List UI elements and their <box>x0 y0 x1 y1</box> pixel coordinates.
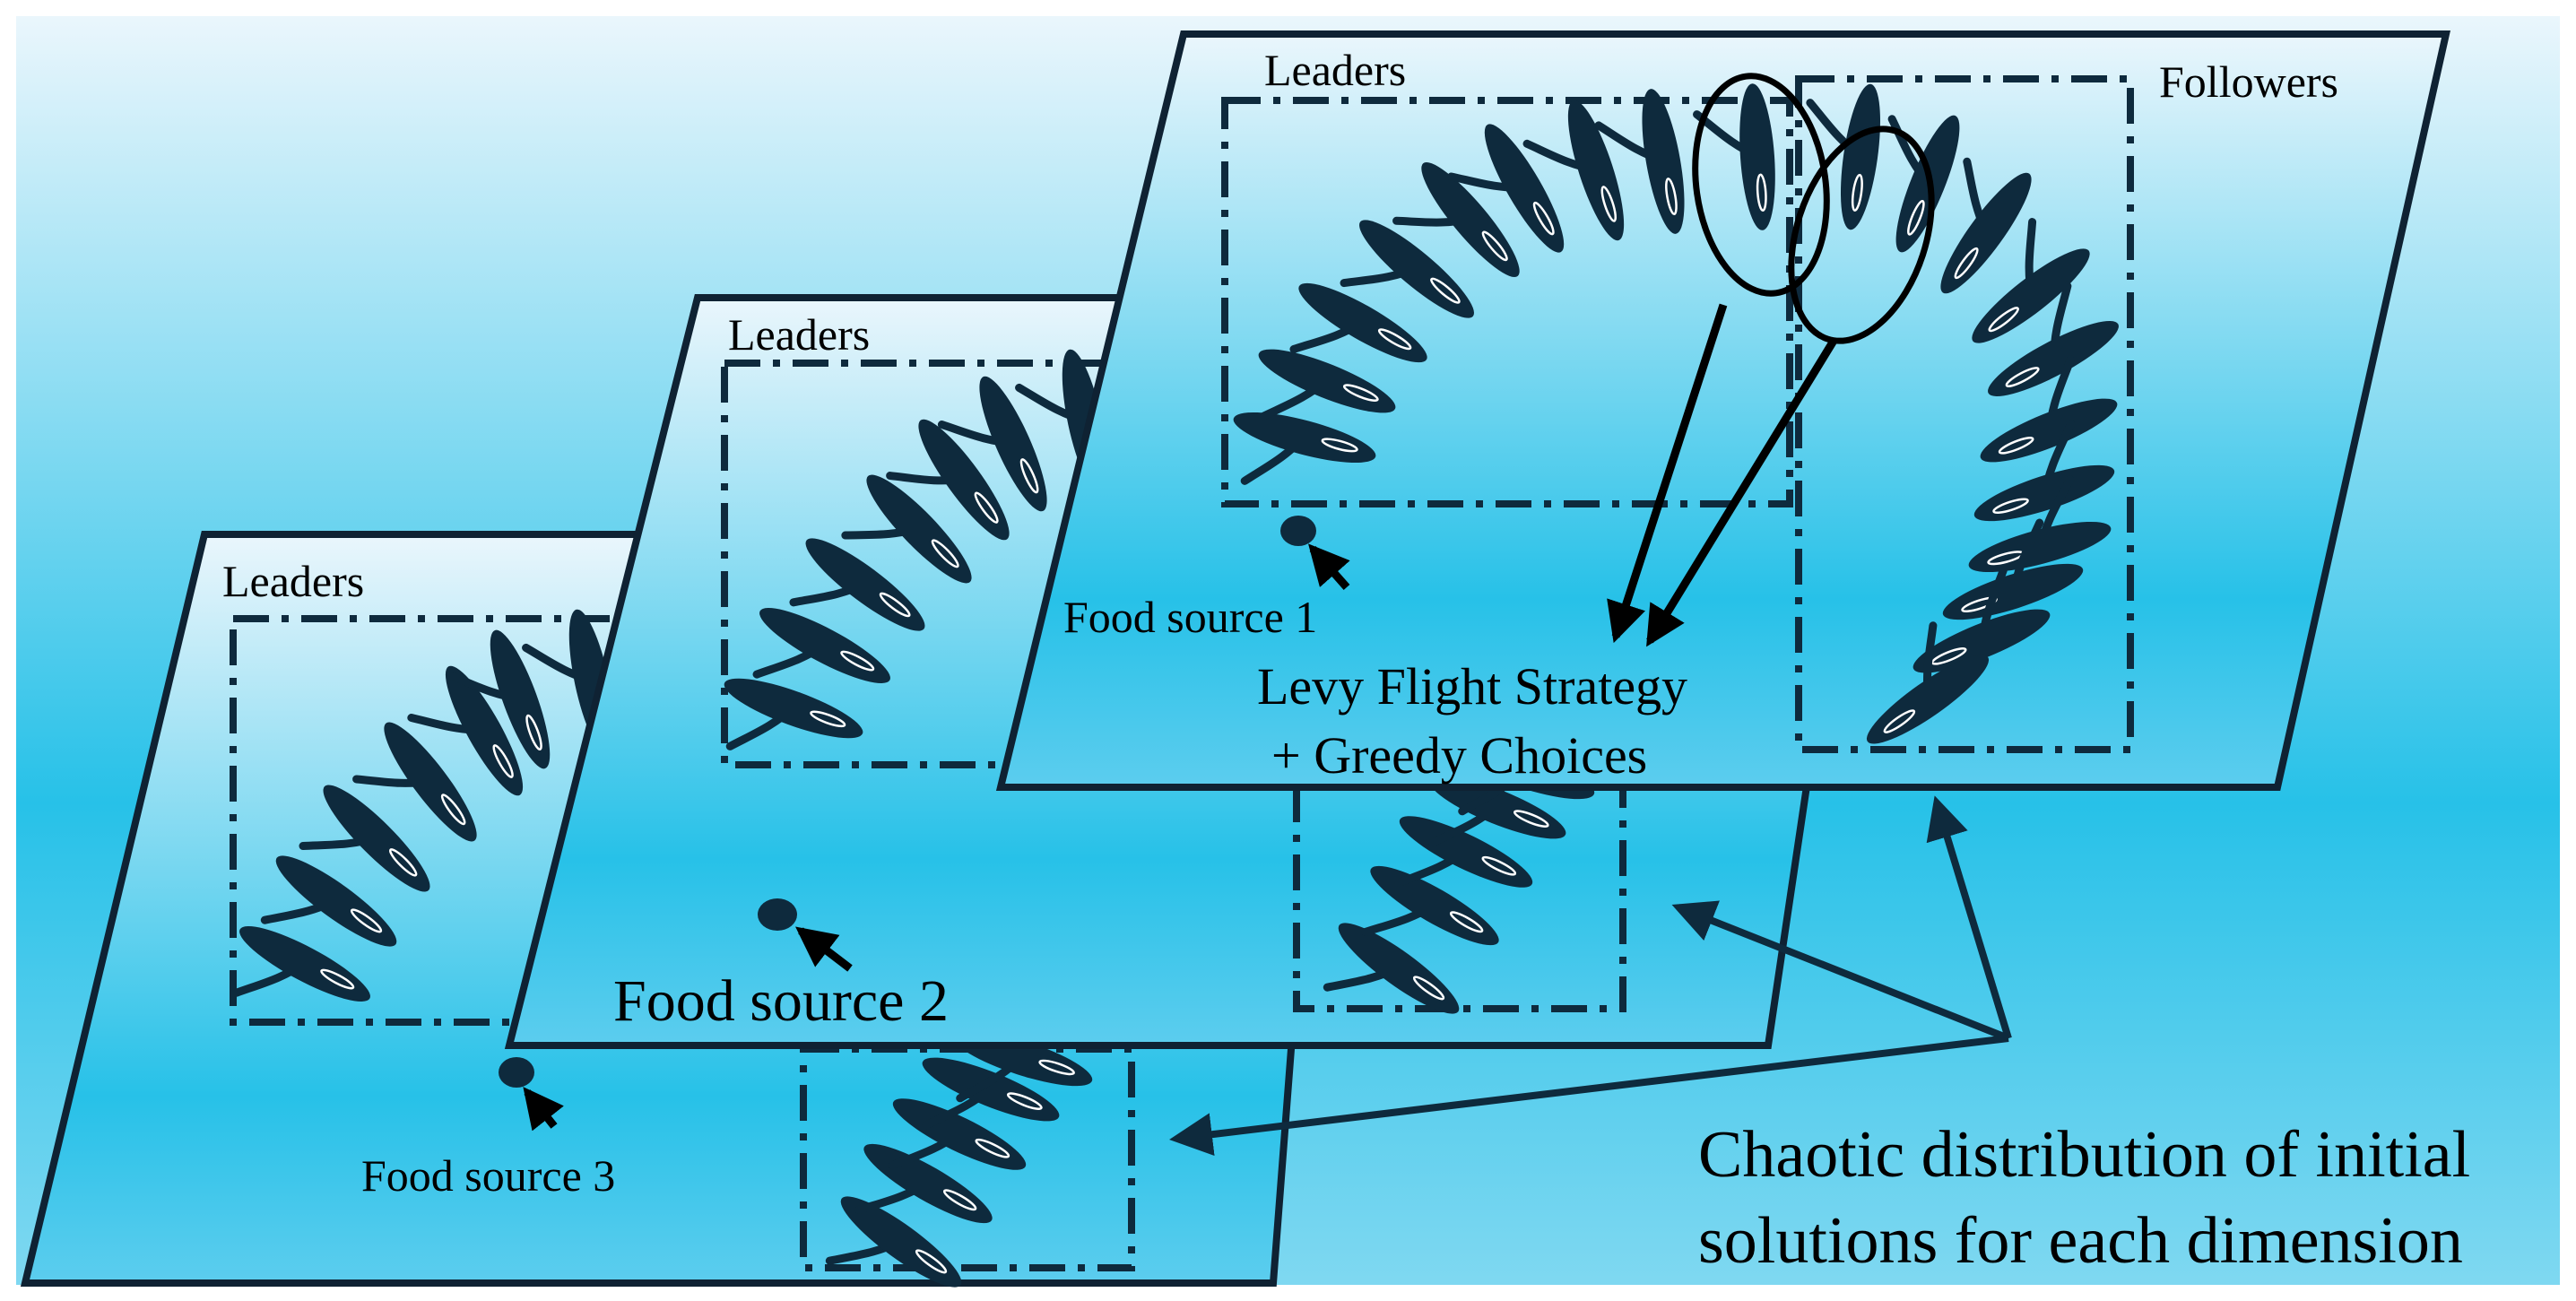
plane-1-leaders-box <box>1221 97 1793 507</box>
plane-1-followers-box <box>1795 75 2134 753</box>
plane-2-leaders-label: Leaders <box>728 309 870 360</box>
caption-line2: solutions for each dimension <box>1698 1204 2463 1278</box>
plane-1-followers-label: Followers <box>2159 56 2338 107</box>
food-source-2-pointer <box>795 926 853 972</box>
plane-1: Leaders Followers Food source 1 Levy Fli… <box>995 30 2450 791</box>
food-source-2-label: Food source 2 <box>613 968 949 1034</box>
food-source-1-pointer <box>1308 543 1350 590</box>
plane-2-leaders-box <box>721 360 1130 768</box>
strategy-label-line1: Levy Flight Strategy <box>1257 657 1687 716</box>
food-source-1-label: Food source 1 <box>1063 592 1317 642</box>
food-source-3-label: Food source 3 <box>361 1150 615 1201</box>
food-source-3-dot <box>499 1057 534 1088</box>
levy-arrow-right <box>1646 338 1837 647</box>
chaotic-arrow-to-plane-3 <box>1169 1035 2009 1157</box>
plane-3-leaders-label: Leaders <box>222 556 364 606</box>
food-source-3-pointer <box>523 1087 564 1132</box>
chaotic-arrows <box>1169 795 2012 1157</box>
food-source-1-dot <box>1280 516 1316 546</box>
follower-selection-ellipse <box>1788 126 1935 344</box>
food-source-2-dot <box>758 898 797 931</box>
plane-1-leaders-label: Leaders <box>1264 45 1406 95</box>
chaotic-arrow-to-plane-2 <box>1671 900 2010 1042</box>
leader-selection-ellipse <box>1692 73 1830 297</box>
chaotic-arrow-to-plane-1 <box>1926 795 2012 1040</box>
levy-arrow-left <box>1607 303 1728 644</box>
strategy-label-line2: + Greedy Choices <box>1271 726 1647 785</box>
plane-3-leaders-box <box>230 615 640 1026</box>
caption-line1: Chaotic distribution of initial <box>1698 1118 2470 1192</box>
plane-1-surface <box>995 30 2450 791</box>
